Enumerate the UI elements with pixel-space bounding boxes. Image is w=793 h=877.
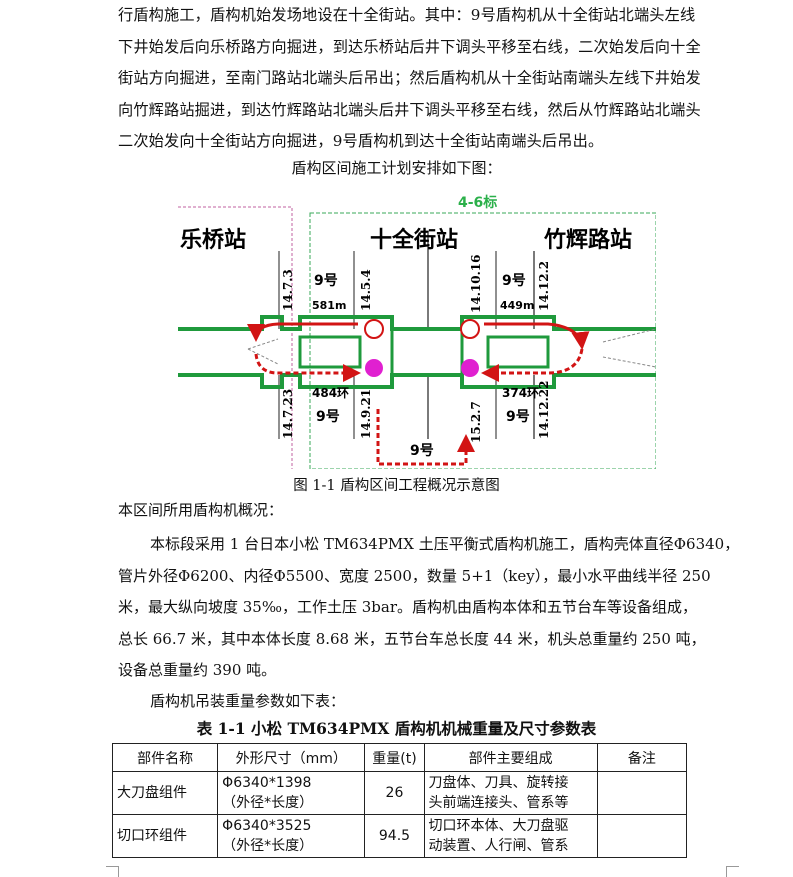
page-corner-mark	[726, 866, 739, 877]
svg-text:14.7.23: 14.7.23	[281, 389, 295, 439]
part-name: 切口环组件	[111, 814, 219, 858]
shaft-marker	[364, 319, 384, 339]
route-arrow	[376, 409, 475, 466]
svg-text:9号: 9号	[316, 409, 340, 425]
part-components: 刀盘体、刀具、旋转接头前端连接头、管系等	[423, 771, 598, 815]
station-left-label: 乐桥站	[180, 227, 246, 253]
svg-text:14.9.21: 14.9.21	[359, 389, 373, 439]
svg-text:9号: 9号	[410, 443, 434, 459]
part-components: 切口环本体、大刀盘驱动装置、人行闸、管系	[423, 814, 598, 858]
header-cell: 重量(t)	[364, 743, 425, 772]
summary-line: 设备总重量约 390 吨。	[118, 661, 277, 679]
header-cell: 备注	[596, 743, 688, 772]
route-arrow	[484, 322, 590, 350]
svg-text:9号: 9号	[506, 409, 530, 425]
intro-line: 行盾构施工，盾构机始发场地设在十全街站。其中：9号盾构机从十全街站北端头左线	[118, 6, 696, 24]
header-cell: 外形尺寸（mm）	[217, 743, 366, 772]
svg-text:14.7.3: 14.7.3	[281, 269, 295, 311]
part-name: 大刀盘组件	[111, 771, 219, 815]
header-cell: 部件主要组成	[423, 743, 598, 772]
shaft-marker	[365, 359, 383, 377]
part-weight: 26	[364, 771, 425, 815]
svg-text:14.5.4: 14.5.4	[359, 269, 373, 311]
intro-line: 二次始发向十全街站方向掘进，9号盾构机到达十全街站南端头后吊出。	[118, 132, 604, 150]
left-station-boundary	[178, 206, 293, 469]
svg-text:14.12.2: 14.12.2	[537, 261, 551, 311]
svg-text:14.10.16: 14.10.16	[469, 255, 483, 313]
intro-line: 街站方向掘进，至南门路站北端头后吊出；然后盾构机从十全街站南端头左线下井始发	[118, 69, 701, 87]
intro-line: 向竹辉路站掘进，到达竹辉路站北端头后井下调头平移至右线，然后从竹辉路站北端头	[118, 100, 701, 119]
table-title: 表 1-1 小松 TM634PMX 盾构机机械重量及尺寸参数表	[196, 719, 597, 738]
part-note	[596, 771, 688, 815]
route-arrow	[247, 322, 358, 342]
tunnel-outline	[178, 315, 656, 389]
route-arrow	[481, 348, 584, 382]
summary-title: 本区间所用盾构机概况：	[118, 501, 284, 519]
table-header-row: 部件名称 外形尺寸（mm） 重量(t) 部件主要组成 备注	[111, 743, 688, 772]
table-intro: 盾构机吊装重量参数如下表：	[150, 692, 346, 710]
shaft-marker	[460, 319, 480, 339]
route-arrow	[254, 353, 361, 382]
spec-table: 部件名称 外形尺寸（mm） 重量(t) 部件主要组成 备注 大刀盘组件 Φ634…	[111, 743, 688, 858]
summary-line: 本标段采用 1 台日本小松 TM634PMX 土压平衡式盾构机施工，盾构壳体直径…	[150, 535, 740, 553]
header-cell: 部件名称	[111, 743, 219, 772]
page-corner-mark	[106, 866, 119, 877]
plan-caption: 盾构区间施工计划安排如下图：	[291, 159, 502, 177]
svg-text:15.2.7: 15.2.7	[469, 401, 483, 443]
part-dimension: Φ6340*1398（外径*长度）	[217, 771, 366, 815]
station-right-label: 竹辉路站	[543, 227, 632, 253]
svg-text:374环: 374环	[502, 386, 539, 400]
table-row: 切口环组件 Φ6340*3525（外径*长度） 94.5 切口环本体、大刀盘驱动…	[111, 814, 688, 858]
svg-text:9号: 9号	[502, 273, 526, 289]
intro-line: 下井始发后向乐桥路方向掘进，到达乐桥站后井下调头平移至右线，二次始发后向十全	[118, 37, 701, 56]
table-row: 大刀盘组件 Φ6340*1398（外径*长度） 26 刀盘体、刀具、旋转接头前端…	[111, 771, 688, 815]
shield-tunnel-diagram: 4-6标 乐桥站 十全街站 竹辉路站 9号 581m 9号 449m 484环 …	[178, 194, 656, 469]
svg-text:484环: 484环	[312, 386, 349, 400]
svg-text:9号: 9号	[314, 273, 338, 289]
svg-text:14.12.22: 14.12.22	[537, 381, 551, 439]
station-center-label: 十全街站	[370, 227, 458, 253]
summary-line: 米，最大纵向坡度 35‰，工作土压 3bar。盾构机由盾构本体和五节台车等设备组…	[118, 598, 698, 616]
svg-text:449m: 449m	[500, 299, 534, 312]
svg-text:581m: 581m	[312, 299, 346, 312]
intro-paragraph: 行盾构施工，盾构机始发场地设在十全街站。其中：9号盾构机从十全街站北端头左线 下…	[118, 0, 720, 158]
section-label: 4-6标	[458, 194, 497, 211]
part-weight: 94.5	[364, 814, 425, 858]
part-note	[596, 814, 688, 858]
summary-line: 管片外径Φ6200、内径Φ5500、宽度 2500，数量 5+1（key），最小…	[118, 566, 711, 585]
part-dimension: Φ6340*3525（外径*长度）	[217, 814, 366, 858]
center-station-boundary	[309, 212, 656, 469]
summary-paragraph: 本标段采用 1 台日本小松 TM634PMX 土压平衡式盾构机施工，盾构壳体直径…	[118, 529, 740, 687]
figure-caption: 图 1-1 盾构区间工程概况示意图	[293, 478, 500, 494]
summary-line: 总长 66.7 米，其中本体长度 8.68 米，五节台车总长度 44 米，机头总…	[118, 629, 706, 648]
shaft-marker	[461, 359, 479, 377]
